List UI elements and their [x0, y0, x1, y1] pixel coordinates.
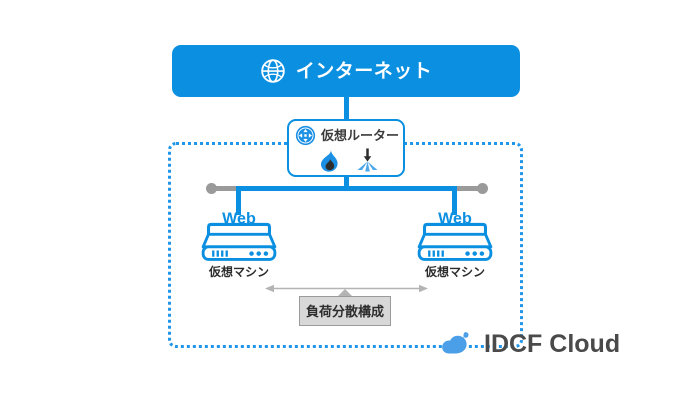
- link-bus-segment: [236, 186, 457, 191]
- firewall-icon: [320, 149, 338, 172]
- router-icon: [295, 125, 316, 146]
- internet-label: インターネット: [295, 60, 433, 82]
- virtual-machine-left: Web 仮想マシン: [187, 211, 291, 278]
- span-arrow-icon: [265, 284, 428, 293]
- vm-label-left: 仮想マシン: [208, 265, 269, 279]
- link-bus-vm-right: [452, 189, 457, 215]
- cloud-logo-icon: [442, 332, 469, 354]
- load-balance-label: 負荷分散構成: [305, 303, 384, 319]
- vm-badge-text: Web: [222, 211, 256, 228]
- vm-label-right: 仮想マシン: [424, 265, 485, 279]
- brand-logo: IDCF Cloud: [441, 329, 620, 359]
- network-bus-cap-left: [206, 183, 217, 194]
- router-heading: 仮想ルーター: [295, 125, 399, 146]
- globe-icon: [260, 59, 285, 83]
- server-icon: Web: [417, 211, 493, 261]
- virtual-machine-right: Web 仮想マシン: [403, 211, 507, 278]
- link-bus-vm-left: [236, 189, 241, 215]
- network-bus-cap-right: [477, 183, 488, 194]
- load-balancer-icon: [357, 148, 378, 172]
- internet-banner: インターネット: [172, 45, 520, 97]
- link-internet-router: [344, 96, 349, 120]
- virtual-router-node: 仮想ルーター: [287, 119, 405, 177]
- vm-badge-text: Web: [438, 211, 472, 228]
- router-services: [301, 147, 395, 174]
- virtual-router-label: 仮想ルーター: [321, 128, 400, 143]
- brand-text: IDCF Cloud: [484, 329, 621, 358]
- callout-pointer: [338, 289, 352, 296]
- server-icon: Web: [201, 211, 277, 261]
- load-balance-callout: 負荷分散構成: [299, 296, 391, 326]
- link-router-bus: [344, 175, 349, 191]
